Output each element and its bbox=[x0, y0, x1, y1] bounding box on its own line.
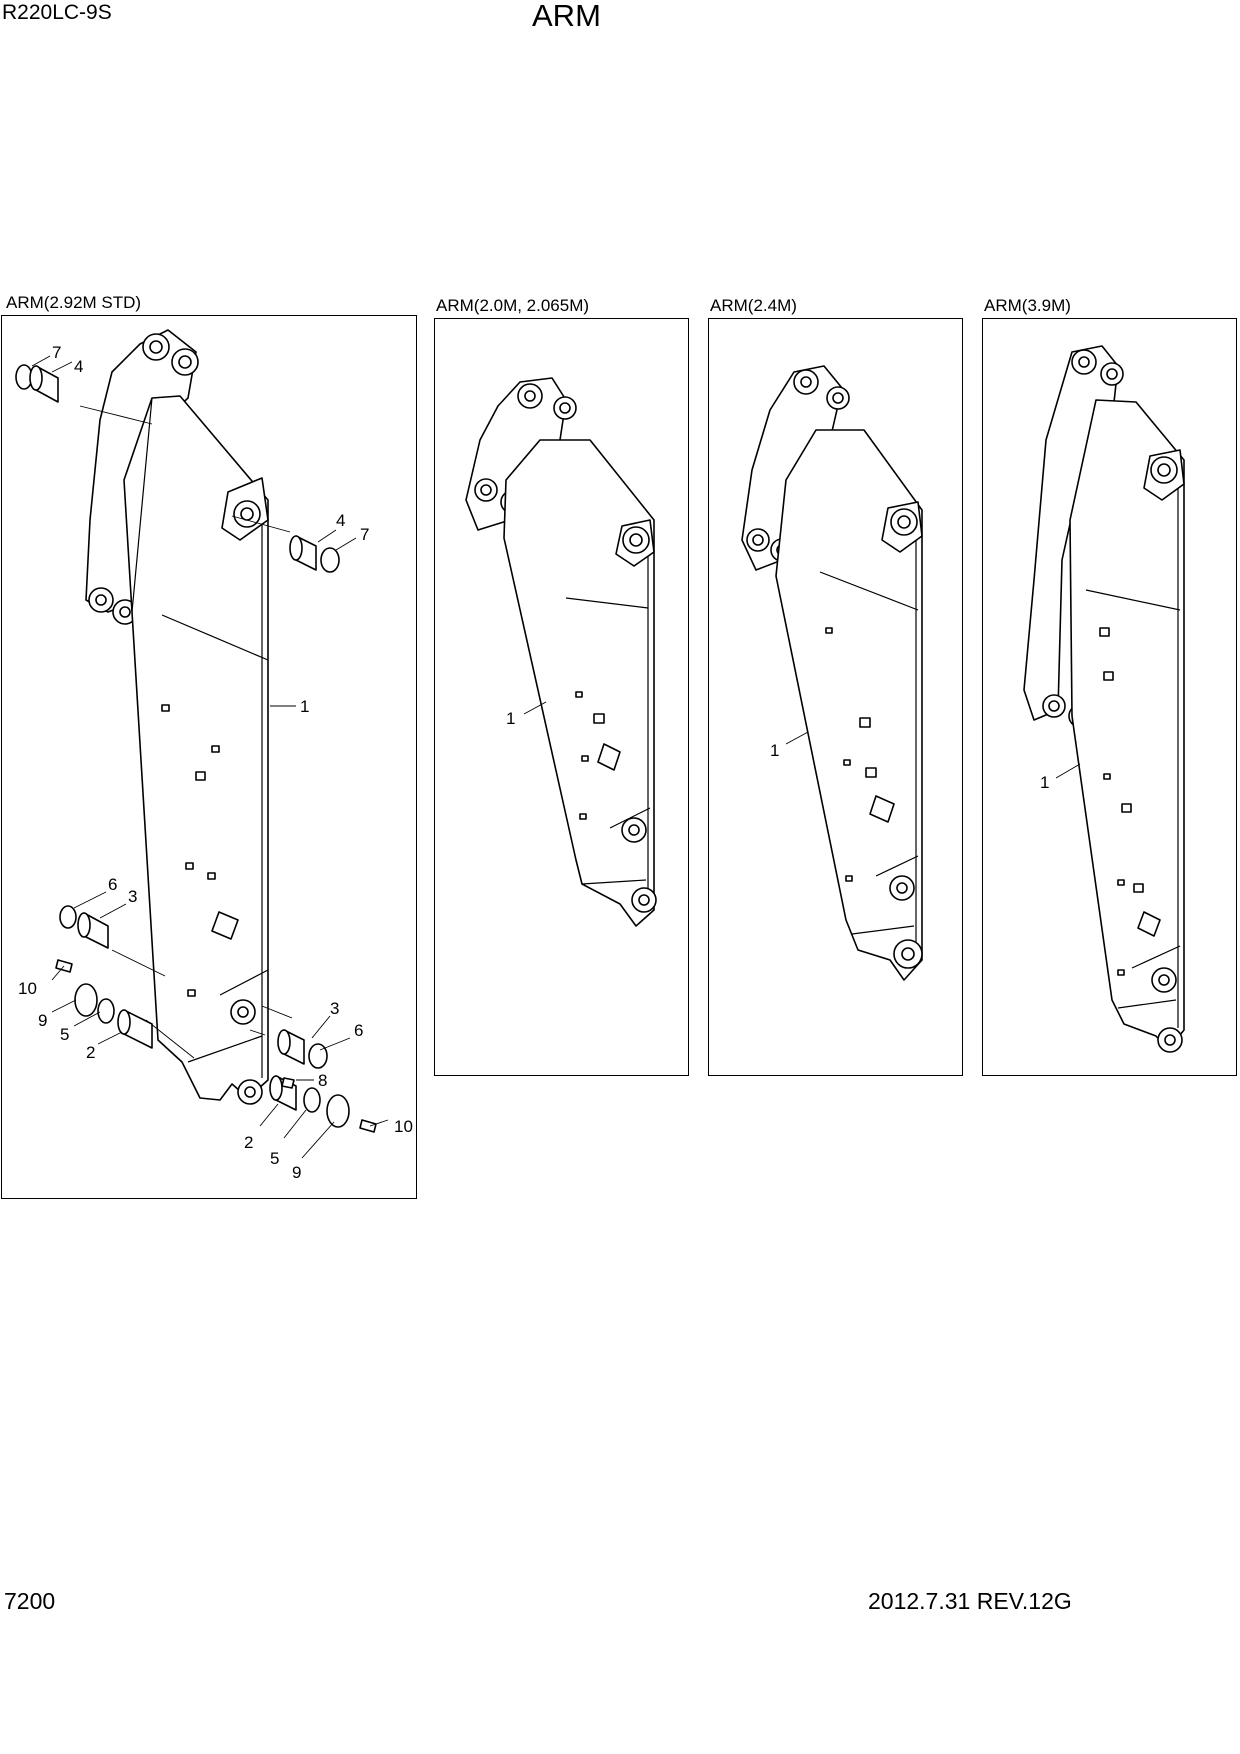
panel-arm-2-92m bbox=[1, 315, 417, 1199]
panel-label-arm-2-4m: ARM(2.4M) bbox=[710, 296, 797, 315]
callout-9-right: 9 bbox=[292, 1163, 301, 1182]
page-number: 7200 bbox=[4, 1588, 56, 1614]
panel-label-arm-2-0m: ARM(2.0M, 2.065M) bbox=[436, 296, 590, 315]
callout-1: 1 bbox=[300, 697, 309, 716]
callout-6-left: 6 bbox=[108, 875, 117, 894]
callout-1-arm-2-4m: 1 bbox=[770, 741, 779, 760]
callout-3-left: 3 bbox=[128, 887, 137, 906]
callout-5-right: 5 bbox=[270, 1149, 279, 1168]
callout-8: 8 bbox=[318, 1071, 327, 1090]
callout-10-right: 10 bbox=[394, 1117, 413, 1136]
callout-1-arm-3-9m: 1 bbox=[1040, 773, 1049, 792]
callout-4-top: 4 bbox=[74, 357, 83, 376]
callout-10-left: 10 bbox=[18, 979, 37, 998]
model-number: R220LC-9S bbox=[2, 1, 112, 24]
callout-7-top: 7 bbox=[52, 343, 61, 362]
callout-9-left: 9 bbox=[38, 1011, 47, 1030]
panel-arm-3-9m bbox=[982, 318, 1237, 1076]
callout-3-right: 3 bbox=[330, 999, 339, 1018]
callout-2-right: 2 bbox=[244, 1133, 253, 1152]
panel-label-arm-3-9m: ARM(3.9M) bbox=[984, 296, 1071, 315]
callout-1-arm-2-0m: 1 bbox=[506, 709, 515, 728]
callout-7-right: 7 bbox=[360, 525, 369, 544]
panel-arm-2-4m bbox=[708, 318, 963, 1076]
callout-6-right: 6 bbox=[354, 1021, 363, 1040]
callout-5-left: 5 bbox=[60, 1025, 69, 1044]
panel-label-arm-2-92m: ARM(2.92M STD) bbox=[6, 293, 142, 312]
page-title: ARM bbox=[532, 0, 601, 33]
callout-4-right: 4 bbox=[336, 511, 345, 530]
panel-arm-2-0m bbox=[434, 318, 689, 1076]
revision-date: 2012.7.31 REV.12G bbox=[868, 1588, 1072, 1614]
callout-2-left: 2 bbox=[86, 1043, 95, 1062]
